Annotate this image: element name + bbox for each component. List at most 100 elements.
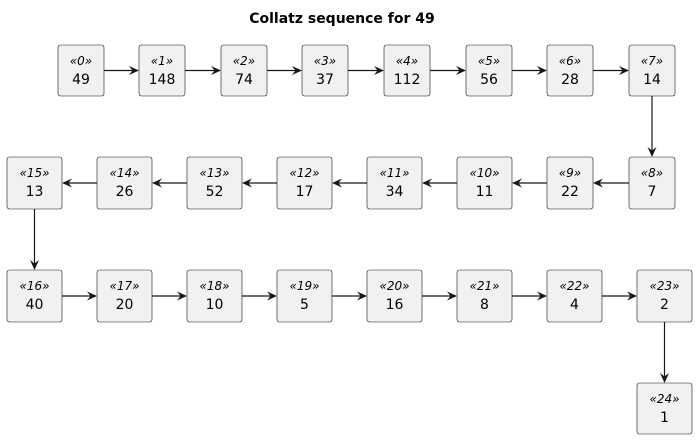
collatz-node: «19» 5 — [276, 269, 333, 323]
sequence-arrow — [422, 178, 457, 188]
sequence-arrow — [512, 291, 547, 301]
node-stereotype: «16» — [19, 279, 49, 293]
arrow-head — [267, 291, 277, 301]
node-stereotype: «4» — [396, 54, 418, 68]
collatz-node: «2»74 — [220, 44, 268, 97]
node-layer: «0»49«1»148«2»74«3»37«4»112«5»56«6»28«7»… — [6, 44, 693, 435]
node-value: 148 — [149, 72, 176, 88]
node-stereotype: «20» — [379, 279, 409, 293]
collatz-node: «11»34 — [366, 156, 423, 210]
collatz-node: «6»28 — [546, 44, 594, 97]
arrow-head — [129, 66, 139, 75]
collatz-node: «16»40 — [6, 269, 63, 323]
node-value: 26 — [116, 184, 134, 200]
collatz-node: «3»37 — [301, 44, 349, 97]
node-box — [57, 44, 105, 97]
node-stereotype: «9» — [559, 166, 581, 180]
node-value: 5 — [300, 297, 309, 313]
collatz-node: «12»17 — [276, 156, 333, 210]
arrow-head — [87, 291, 97, 301]
collatz-node: «5»56 — [465, 44, 513, 97]
collatz-node: «4»112 — [383, 44, 431, 97]
node-value: 13 — [26, 184, 44, 200]
node-box — [546, 44, 594, 97]
collatz-node: «7»14 — [628, 44, 676, 97]
collatz-node: «23»2 — [636, 269, 693, 323]
node-value: 14 — [643, 72, 661, 88]
sequence-arrow — [348, 66, 384, 75]
node-value: 34 — [386, 184, 404, 200]
arrow-head — [357, 291, 367, 301]
node-box — [6, 269, 63, 323]
sequence-arrow — [602, 291, 637, 301]
arrow-head — [62, 178, 72, 188]
node-box — [276, 269, 333, 323]
arrow-head — [30, 260, 39, 270]
sequence-arrow — [647, 96, 657, 157]
collatz-node: «10» 11 — [456, 156, 513, 210]
node-box — [220, 44, 268, 97]
node-value: 52 — [206, 184, 224, 200]
node-value: 17 — [296, 184, 314, 200]
node-box — [138, 44, 186, 97]
node-stereotype: «8» — [641, 166, 663, 180]
node-box — [276, 156, 333, 210]
arrow-head — [619, 66, 629, 75]
sequence-arrow — [62, 178, 97, 188]
node-box — [96, 156, 153, 210]
arrow-head — [242, 178, 252, 188]
node-value: 4 — [570, 297, 579, 313]
arrow-head — [292, 66, 302, 75]
arrow-head — [177, 291, 187, 301]
node-value: 8 — [480, 297, 489, 313]
collatz-node: «13» 52 — [186, 156, 243, 210]
node-value: 56 — [480, 72, 498, 88]
collatz-node: «18»10 — [186, 269, 243, 323]
node-value: 49 — [72, 72, 90, 88]
arrow-head — [374, 66, 384, 75]
sequence-arrow — [593, 178, 629, 188]
arrow-head — [332, 178, 342, 188]
node-stereotype: «1» — [151, 54, 173, 68]
collatz-node: «17»20 — [96, 269, 153, 323]
node-value: 7 — [648, 184, 657, 200]
node-box — [301, 44, 349, 97]
arrow-head — [152, 178, 162, 188]
arrow-head — [512, 178, 522, 188]
edge-layer — [30, 66, 669, 383]
arrow-head — [537, 66, 547, 75]
node-box — [465, 44, 513, 97]
sequence-arrow — [593, 66, 629, 75]
sequence-arrow — [62, 291, 97, 301]
node-stereotype: «10» — [469, 166, 499, 180]
arrow-head — [211, 66, 221, 75]
node-stereotype: «13» — [199, 166, 229, 180]
arrow-head — [593, 178, 603, 188]
sequence-arrow — [660, 322, 669, 383]
node-box — [636, 382, 693, 435]
node-stereotype: «19» — [289, 279, 319, 293]
sequence-arrow — [152, 178, 187, 188]
arrow-head — [537, 291, 547, 301]
sequence-arrow — [430, 66, 466, 75]
node-stereotype: «21» — [469, 279, 499, 293]
node-box — [186, 269, 243, 323]
node-stereotype: «15» — [19, 166, 49, 180]
node-value: 11 — [476, 184, 494, 200]
node-stereotype: «14» — [109, 166, 139, 180]
collatz-node: «24»1 — [636, 382, 693, 435]
node-box — [366, 269, 423, 323]
collatz-node: «8»7 — [628, 156, 676, 210]
sequence-arrow — [152, 291, 187, 301]
node-stereotype: «5» — [478, 54, 500, 68]
collatz-node: «20» 16 — [366, 269, 423, 323]
node-value: 16 — [386, 297, 404, 313]
node-box — [628, 156, 676, 210]
arrow-head — [456, 66, 466, 75]
node-box — [456, 156, 513, 210]
arrow-head — [422, 178, 432, 188]
sequence-arrow — [422, 291, 457, 301]
node-box — [383, 44, 431, 97]
node-box — [636, 269, 693, 323]
node-value: 2 — [660, 297, 669, 313]
